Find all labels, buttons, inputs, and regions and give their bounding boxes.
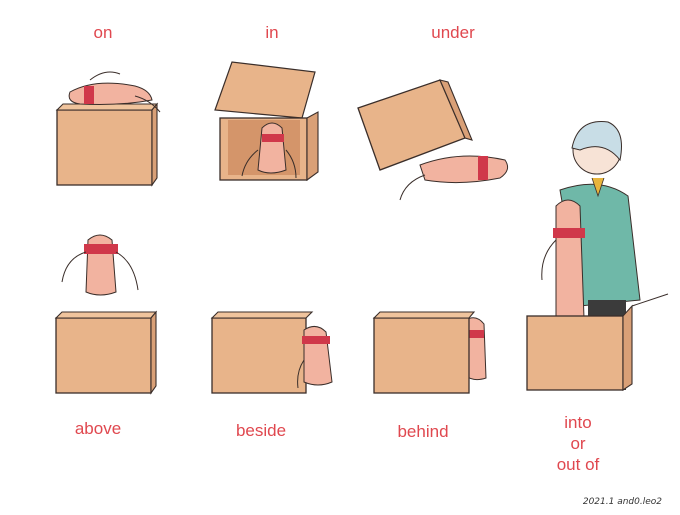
label-out-of: out of (556, 455, 600, 474)
label-under: under (431, 23, 475, 42)
label-into: into (564, 413, 592, 432)
label-in: in (265, 23, 279, 42)
box-beside (211, 317, 307, 394)
label-or: or (570, 434, 586, 453)
scene-behind (372, 311, 487, 394)
creature-into (541, 199, 585, 321)
label-behind: behind (397, 422, 449, 441)
label-beside: beside (235, 421, 287, 440)
label-on: on (93, 23, 113, 42)
artist-signature: 2021.1 and0.leo2 (582, 497, 662, 507)
scene-above (54, 234, 158, 395)
label-above: above (74, 419, 122, 438)
scene-on (55, 71, 161, 187)
box-into (526, 315, 624, 391)
box-behind (373, 317, 470, 394)
box-on (56, 109, 153, 186)
creature-under (399, 155, 509, 201)
creature-above (61, 234, 139, 296)
creature-in (241, 122, 297, 179)
label-into-or-out-of: into or out of (548, 412, 608, 475)
scene-under (357, 79, 509, 201)
box-above (55, 317, 152, 394)
scene-into (526, 121, 669, 392)
creature-beside (297, 326, 333, 389)
scene-beside (210, 311, 333, 394)
creature-on (68, 71, 161, 113)
scene-in (214, 61, 319, 182)
